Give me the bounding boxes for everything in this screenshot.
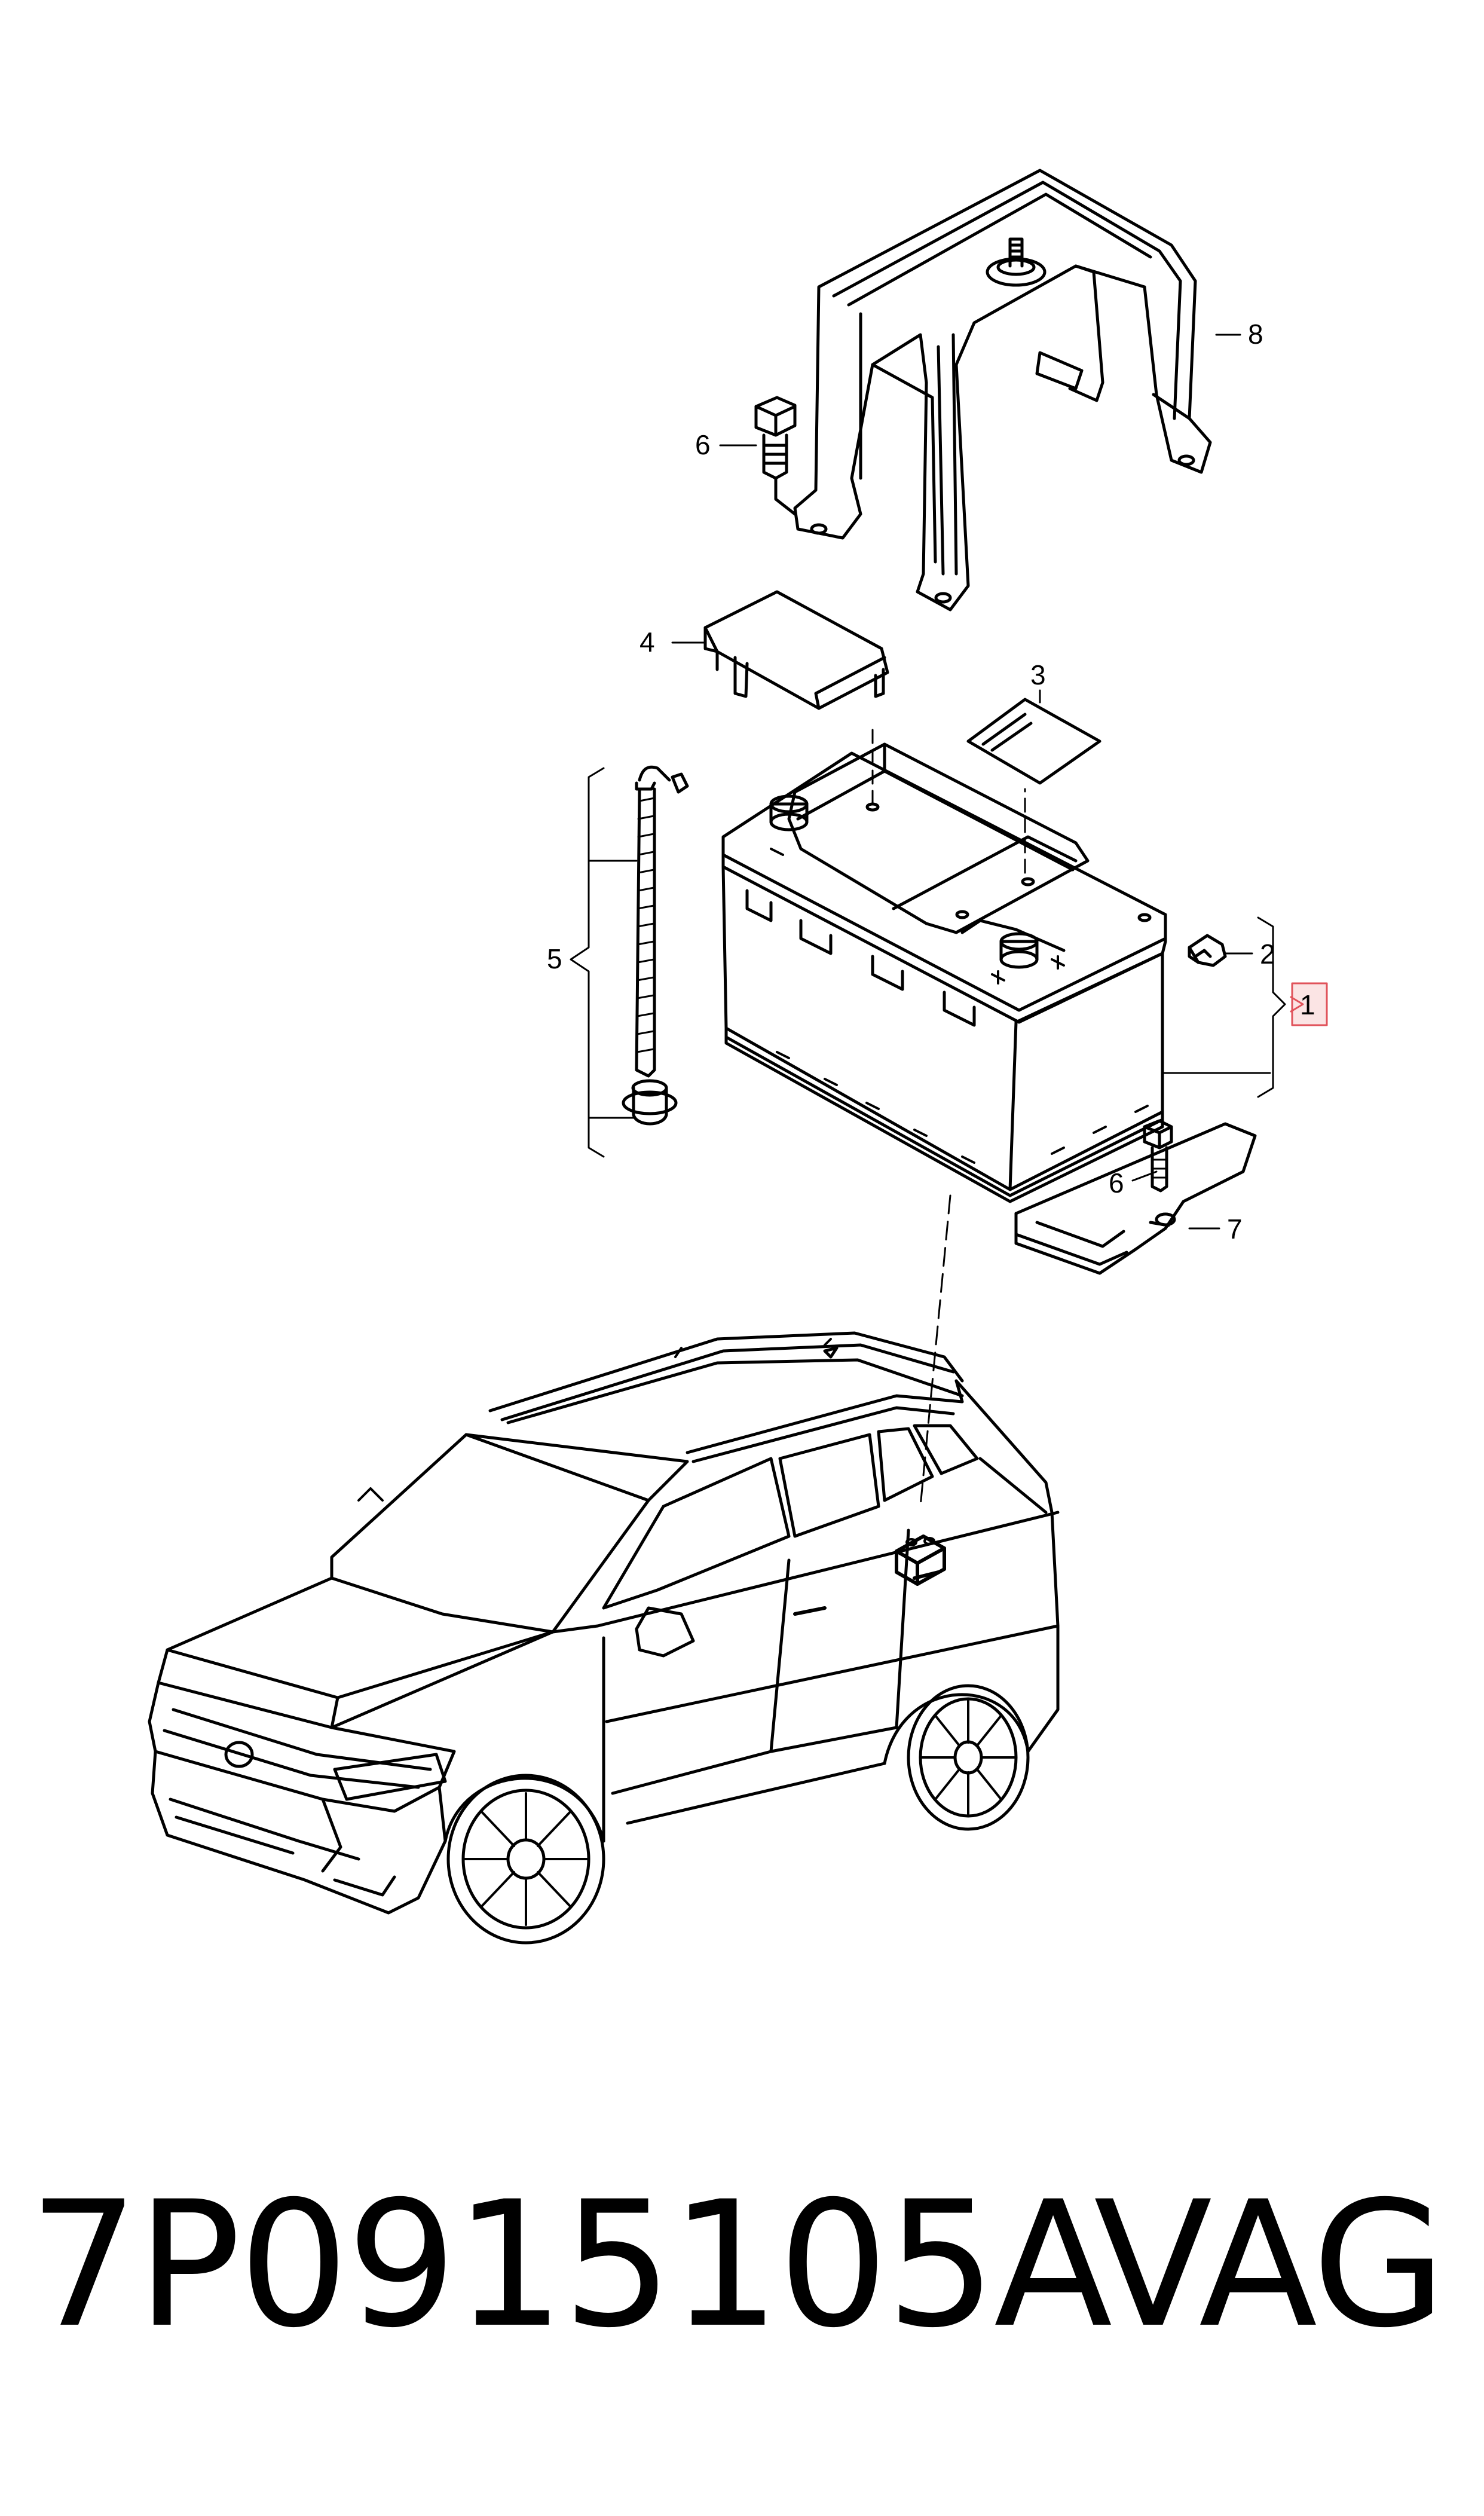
callout-8: 8 [1248, 319, 1263, 350]
callout-1: 1 [1300, 989, 1315, 1020]
battery [721, 725, 1167, 1508]
callout-7: 7 [1227, 1213, 1243, 1245]
bolt-6-top [754, 396, 797, 516]
callout-5: 5 [547, 943, 562, 974]
label-sticker [966, 698, 1101, 785]
callout-2: 2 [1260, 938, 1275, 970]
battery-bracket [793, 169, 1212, 612]
holder-plate [1014, 1122, 1257, 1275]
vehicle-suv [148, 1331, 1060, 1945]
callout-3: 3 [1030, 659, 1046, 690]
highlight-box-1 [1291, 982, 1328, 1026]
callout-6-lower: 6 [1109, 1167, 1124, 1199]
callout-6-top: 6 [695, 429, 711, 460]
terminal-cover [703, 590, 889, 710]
part-number: 7P0915105A [29, 2165, 1112, 2366]
callout-4: 4 [640, 626, 655, 658]
brand-label: VAG [1094, 2165, 1446, 2366]
leader-lines [570, 334, 1286, 1230]
plug [1188, 934, 1227, 967]
vent-hose [622, 765, 689, 1126]
